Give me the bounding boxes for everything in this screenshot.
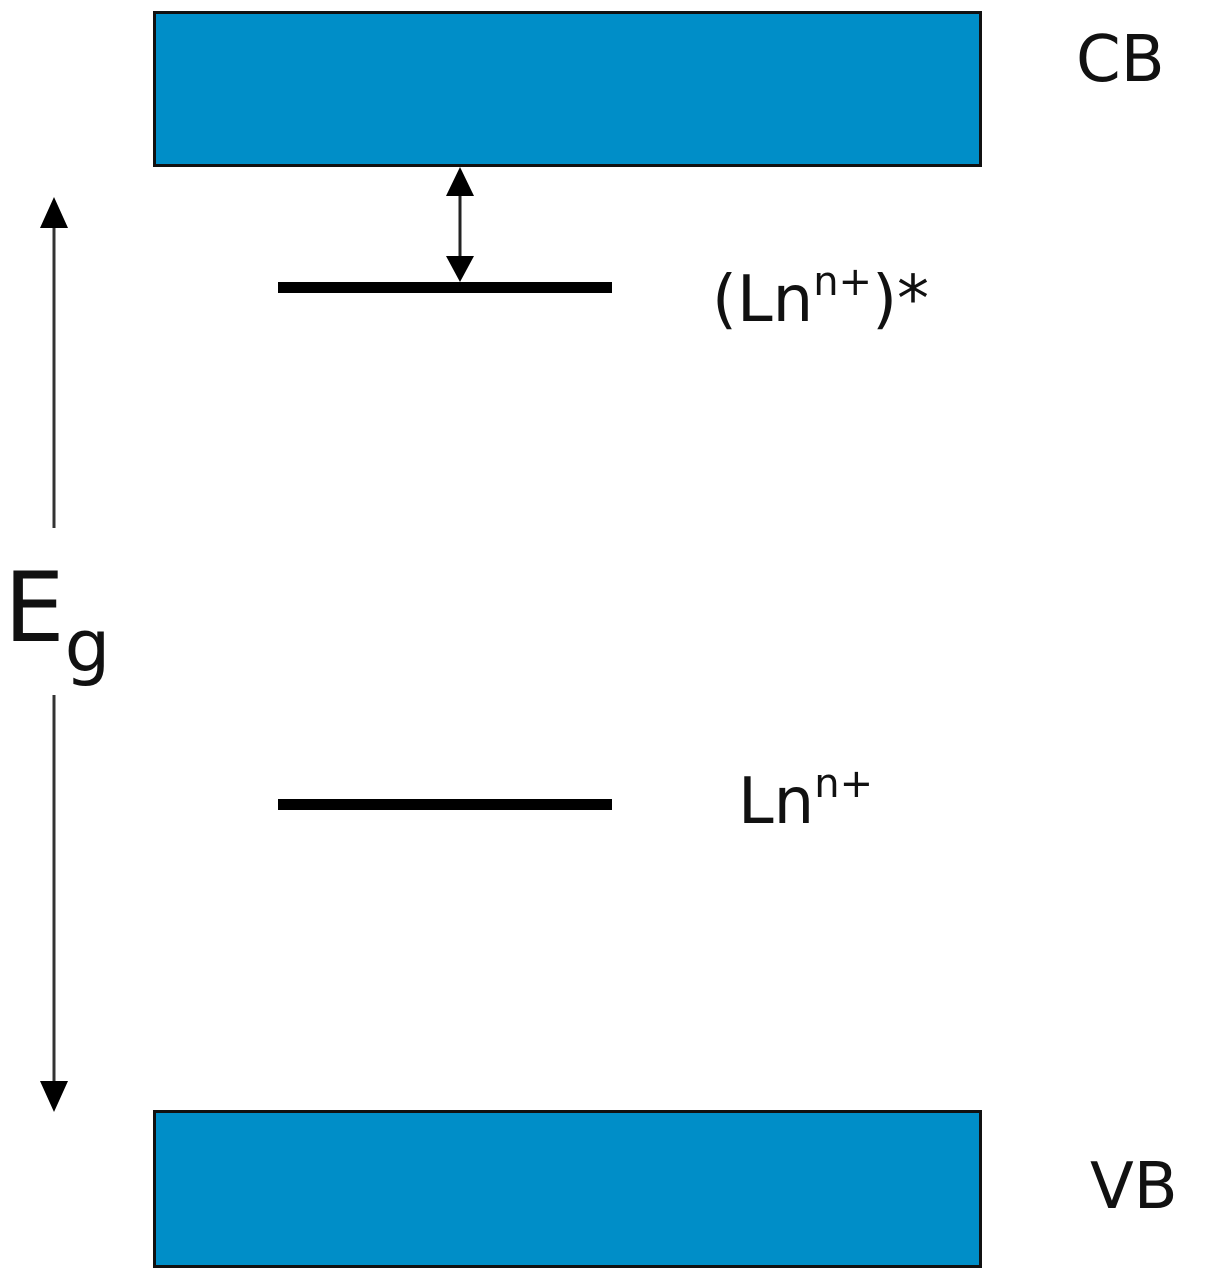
excited-label-prefix: (Ln <box>712 263 814 337</box>
band-gap-label-main: E <box>4 552 65 664</box>
band-gap-label-sub: g <box>64 604 111 688</box>
band-gap-label: Eg <box>4 560 110 682</box>
ground-state-level <box>278 799 612 810</box>
conduction-band <box>153 11 982 167</box>
excited-state-label: (Lnn+)* <box>712 262 929 332</box>
excited-label-suffix: )* <box>872 263 930 337</box>
ground-state-label: Lnn+ <box>738 764 873 834</box>
band-gap-arrow <box>40 197 68 1112</box>
excitation-gap-arrow <box>446 167 474 282</box>
valence-band-label: VB <box>1090 1150 1178 1224</box>
conduction-band-label: CB <box>1076 23 1165 97</box>
ground-label-charge: n+ <box>814 761 874 807</box>
valence-band <box>153 1110 982 1268</box>
excited-state-level <box>278 282 612 293</box>
ground-label-prefix: Ln <box>738 765 815 839</box>
excited-label-charge: n+ <box>813 259 873 305</box>
